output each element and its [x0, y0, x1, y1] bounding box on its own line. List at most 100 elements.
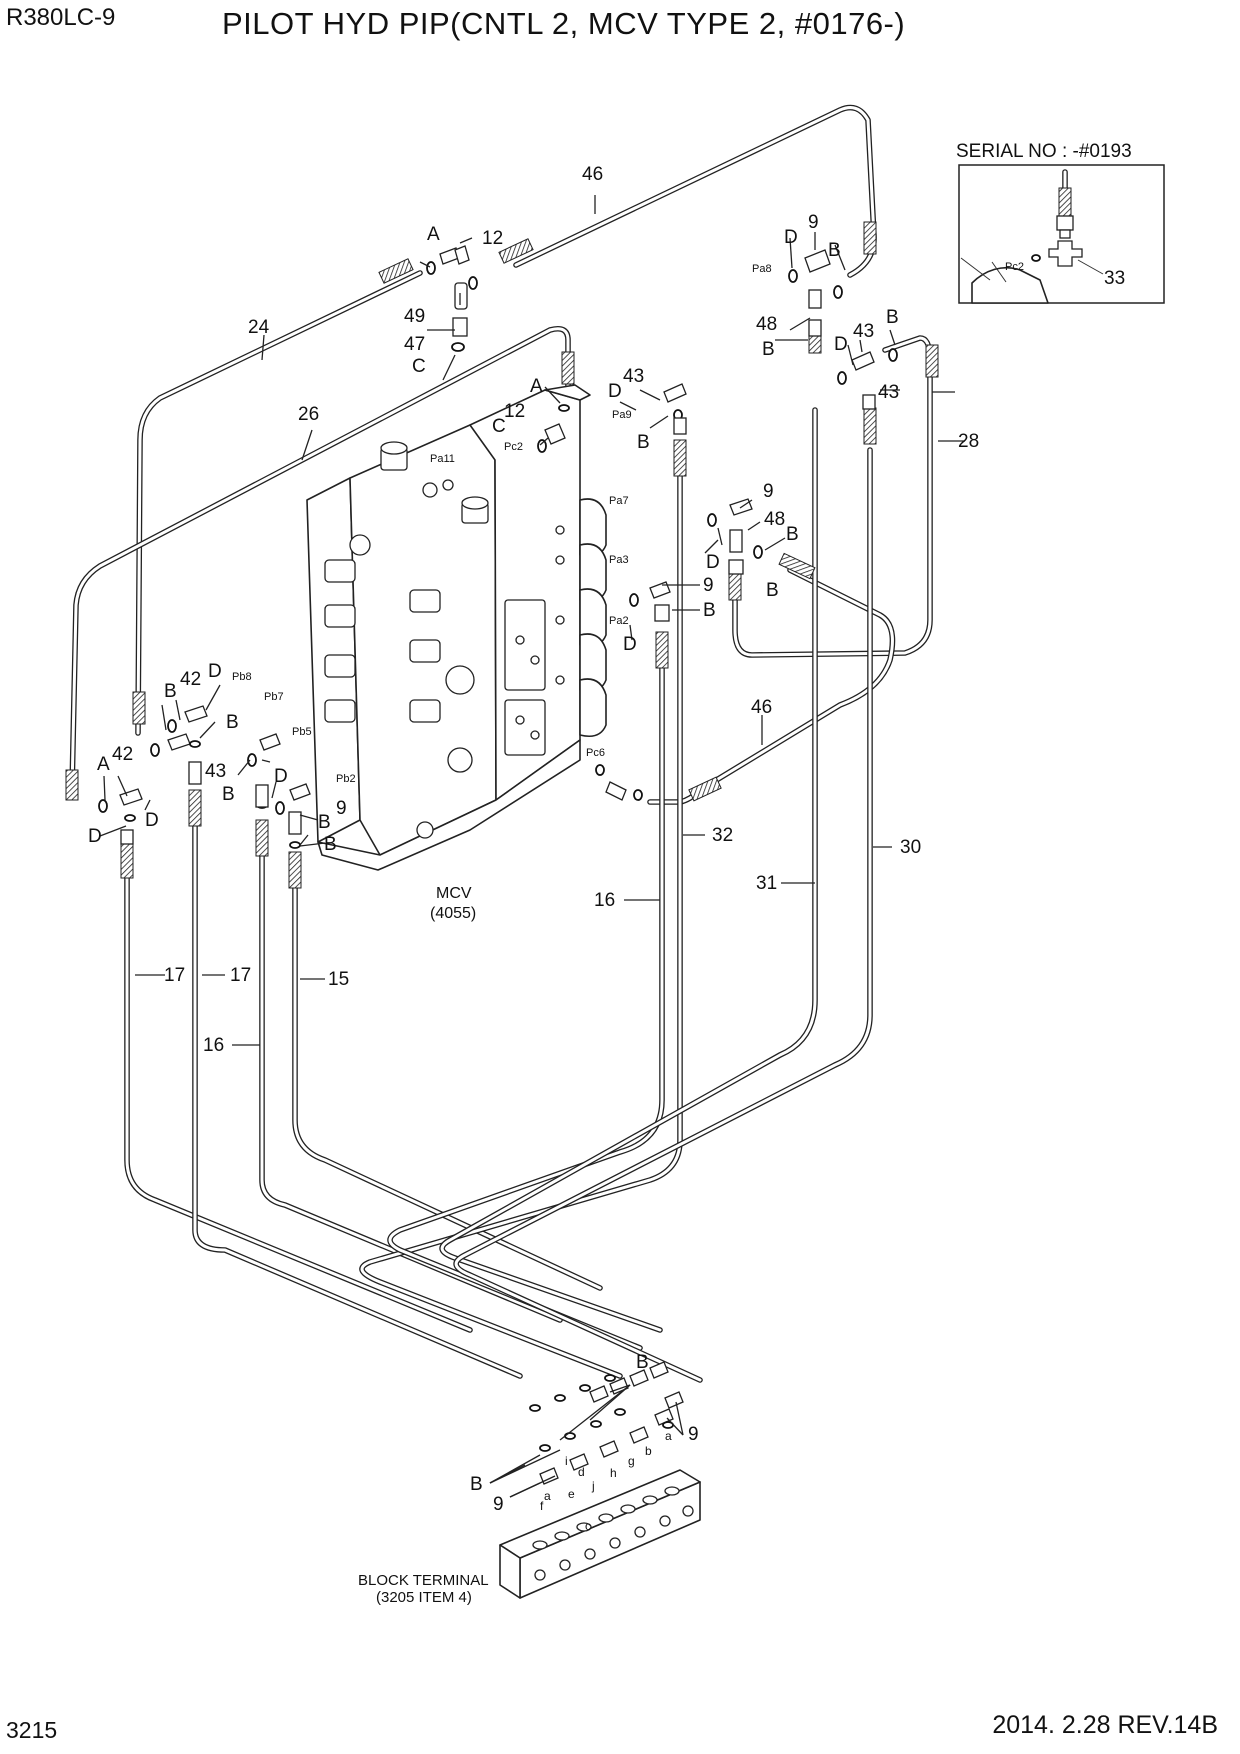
block-terminal-ref: (3205 ITEM 4) — [376, 1589, 472, 1606]
serial-label: SERIAL NO : -#0193 — [956, 141, 1132, 162]
callout-label: 42 — [180, 669, 201, 690]
callout-label: C — [492, 416, 506, 437]
serial-inset: SERIAL NO : -#0193 Pc2 33 — [956, 141, 1165, 304]
port-b: b — [645, 1444, 652, 1458]
model-number: R380LC-9 — [6, 4, 116, 31]
port-pa11: Pa11 — [430, 453, 455, 465]
callout-label: 48 — [756, 314, 777, 335]
callout-label: 28 — [958, 431, 979, 452]
terminal-fittings — [529, 1361, 684, 1485]
callout-label: B — [324, 834, 337, 855]
callout-label: 24 — [248, 317, 270, 338]
port-pa8: Pa8 — [752, 263, 772, 275]
callout-label: B — [470, 1474, 483, 1495]
port-pa2: Pa2 — [609, 615, 629, 627]
callout-label: B — [786, 524, 799, 545]
callout-label: D — [274, 766, 288, 787]
port-labels: Pa11 Pc2 Pa9 Pa8 Pa7 Pa3 Pa2 Pc6 Pb8 Pb7… — [232, 263, 772, 785]
port-pc2: Pc2 — [504, 441, 523, 453]
callout-label: 31 — [756, 873, 777, 894]
callout-label: 46 — [582, 164, 603, 185]
callout-label: 30 — [900, 837, 921, 858]
callout-label: D — [623, 634, 637, 655]
callout-label: 48 — [764, 509, 785, 530]
pipe-routing — [69, 104, 933, 1383]
callout-label: B — [318, 812, 331, 833]
inset-part-number: 33 — [1104, 268, 1125, 289]
callouts: 46 12 A 9 D B 24 49 47 C 48 43 26 A 12 C… — [88, 164, 979, 1515]
mcv-ref: (4055) — [430, 905, 476, 922]
callout-label: B — [636, 1352, 649, 1373]
callout-label: B — [637, 432, 650, 453]
callout-label: C — [412, 356, 426, 377]
callout-label: D — [145, 810, 159, 831]
port-a: a — [544, 1489, 551, 1503]
callout-label: D — [88, 826, 102, 847]
block-terminal: BLOCK TERMINAL (3205 ITEM 4) a a b c d e… — [358, 1361, 701, 1606]
callout-label: 15 — [328, 969, 349, 990]
leader-lines — [99, 195, 965, 1498]
port-h: h — [610, 1466, 617, 1480]
callout-label: 9 — [336, 798, 347, 819]
port-pb7: Pb7 — [264, 691, 284, 703]
callout-label: 26 — [298, 404, 319, 425]
callout-label: 9 — [688, 1424, 699, 1445]
callout-label: 9 — [703, 575, 714, 596]
callout-label: B — [766, 580, 779, 601]
callout-label: A — [97, 754, 110, 775]
callout-label: A — [530, 376, 543, 397]
mcv-label: MCV — [436, 885, 472, 902]
terminal-holes — [532, 1486, 694, 1581]
callout-label: B — [226, 712, 239, 733]
callout-label: D — [208, 661, 222, 682]
callout-label: B — [703, 600, 716, 621]
inset-port-label: Pc2 — [1005, 261, 1024, 273]
fittings — [98, 245, 898, 849]
callout-label: 16 — [594, 890, 615, 911]
port-pb5: Pb5 — [292, 726, 312, 738]
mcv-valve: MCV (4055) — [306, 384, 607, 922]
callout-label: B — [762, 339, 775, 360]
callout-label: 46 — [751, 697, 772, 718]
callout-label: 9 — [763, 481, 774, 502]
callout-label: 9 — [808, 212, 819, 233]
callout-label: 16 — [203, 1035, 224, 1056]
port-pb2: Pb2 — [336, 773, 356, 785]
callout-label: 43 — [878, 382, 899, 403]
port-pa7: Pa7 — [609, 495, 629, 507]
port-e: e — [568, 1487, 575, 1501]
callout-label: 43 — [853, 321, 874, 342]
callout-label: B — [886, 307, 899, 328]
callout-label: D — [834, 334, 848, 355]
callout-label: 12 — [482, 228, 503, 249]
callout-label: A — [427, 224, 440, 245]
port-pa9: Pa9 — [612, 409, 632, 421]
callout-label: 17 — [230, 965, 251, 986]
page-title: PILOT HYD PIP(CNTL 2, MCV TYPE 2, #0176-… — [222, 6, 906, 41]
page-number: 3215 — [6, 1717, 58, 1743]
port-d: d — [578, 1465, 585, 1479]
callout-label: 43 — [205, 761, 226, 782]
callout-label: 49 — [404, 306, 425, 327]
callout-label: B — [164, 681, 177, 702]
port-i: i — [565, 1454, 568, 1468]
callout-label: B — [828, 240, 841, 261]
block-terminal-label: BLOCK TERMINAL — [358, 1572, 489, 1589]
callout-label: B — [222, 784, 235, 805]
port-c: c — [585, 1519, 591, 1533]
callout-label: D — [706, 552, 720, 573]
port-a-right: a — [665, 1429, 672, 1443]
revision-date: 2014. 2.28 REV.14B — [992, 1711, 1218, 1739]
callout-label: 17 — [164, 965, 185, 986]
callout-label: 12 — [504, 401, 525, 422]
callout-label: 42 — [112, 744, 133, 765]
callout-label: 43 — [623, 366, 644, 387]
callout-label: 32 — [712, 825, 733, 846]
callout-label: D — [608, 381, 622, 402]
port-pa3: Pa3 — [609, 554, 629, 566]
port-g: g — [628, 1454, 635, 1468]
port-j: j — [591, 1479, 595, 1493]
callout-label: D — [784, 227, 798, 248]
callout-label: 9 — [493, 1494, 504, 1515]
